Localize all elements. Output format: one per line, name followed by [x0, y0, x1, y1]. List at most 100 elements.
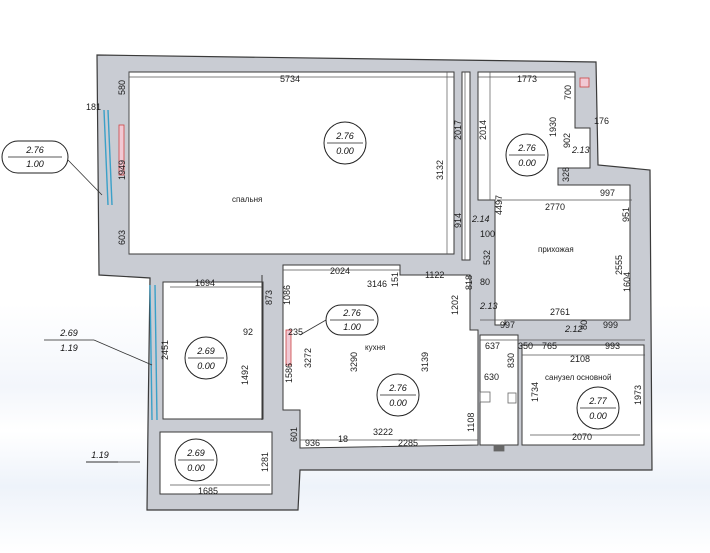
kitchen-coef: 0.00 — [389, 398, 407, 408]
bedroom-height: 2.76 — [335, 131, 354, 141]
bedroom-coef: 0.00 — [336, 146, 354, 156]
dim-601: 601 — [289, 427, 299, 442]
kitchen-height: 2.76 — [388, 383, 407, 393]
dim-818: 818 — [464, 275, 474, 290]
dim-3290: 3290 — [349, 352, 359, 372]
dim-2070: 2070 — [572, 432, 592, 442]
dim-3272: 3272 — [303, 348, 313, 368]
dim-1492: 1492 — [240, 365, 250, 385]
dim-1281: 1281 — [260, 452, 270, 472]
dim-630: 630 — [484, 372, 499, 382]
dim-603: 603 — [117, 230, 127, 245]
dim-580: 580 — [117, 80, 127, 95]
bathroom-height: 2.77 — [588, 396, 608, 406]
bathroom-label: санузел основной — [545, 373, 611, 382]
dim-235: 235 — [288, 327, 303, 337]
dim-181: 181 — [86, 102, 101, 112]
bathroom-coef: 0.00 — [589, 411, 607, 421]
dim-80a: 80 — [480, 277, 490, 287]
dim-914: 914 — [453, 213, 463, 228]
hall-height-marker: 2.76 0.00 — [505, 133, 549, 177]
dim-993: 993 — [605, 341, 620, 351]
dimension-lines — [128, 72, 645, 486]
dim-2555: 2555 — [614, 255, 624, 275]
dim-176: 176 — [594, 116, 609, 126]
dim-3146: 3146 — [367, 279, 387, 289]
kitchen-label: кухня — [365, 343, 385, 352]
balcony-height-marker: 2.69 0.00 — [174, 438, 218, 482]
kitchen-niche-height: 2.76 — [342, 308, 361, 318]
dim-1586: 1586 — [284, 363, 294, 383]
dim-2770: 2770 — [545, 202, 565, 212]
closet-floor — [461, 71, 471, 261]
hall-height: 2.76 — [517, 143, 536, 153]
dim-2108: 2108 — [570, 354, 590, 364]
dim-765: 765 — [542, 341, 557, 351]
callout-left-top-height: 2.76 — [25, 145, 44, 155]
dim-1694: 1694 — [195, 278, 215, 288]
dim-951: 951 — [621, 207, 631, 222]
dim-532: 532 — [482, 250, 492, 265]
windows — [103, 109, 158, 421]
dim-1685: 1685 — [198, 486, 218, 496]
dim-151: 151 — [390, 272, 400, 287]
dim-936: 936 — [305, 438, 320, 448]
dim-1108: 1108 — [466, 413, 476, 432]
dim-2024: 2024 — [330, 266, 350, 276]
internal-walls — [261, 72, 644, 445]
dim-3222: 3222 — [373, 427, 393, 437]
dim-999: 999 — [603, 320, 618, 330]
callout-left-mid-height: 2.69 — [59, 328, 78, 338]
vent-icon — [579, 77, 590, 88]
callout-left-bottom: 1.19 — [86, 450, 118, 463]
dim-92: 92 — [243, 327, 253, 337]
dim-997a: 997 — [600, 188, 615, 198]
dim-4497: 4497 — [494, 195, 504, 215]
dim-2014: 2014 — [478, 120, 488, 140]
bathroom-height-marker: 2.77 0.00 — [576, 386, 620, 430]
dimension-labels: 5734 580 181 1949 603 3132 2017 914 2014… — [86, 74, 643, 496]
dim-100: 100 — [480, 229, 495, 239]
dim-1949: 1949 — [117, 160, 127, 180]
radiator-kitchen — [285, 329, 292, 366]
dim-18: 18 — [338, 434, 348, 444]
loggia-height: 2.69 — [196, 346, 215, 356]
bedroom-floor — [128, 71, 455, 255]
hall-label: прихожая — [538, 245, 574, 254]
dim-1202: 1202 — [450, 295, 460, 315]
dim-328: 328 — [561, 167, 571, 182]
loggia-coef: 0.00 — [197, 361, 215, 371]
kitchen-height-marker: 2.76 0.00 — [376, 373, 420, 417]
callout-left-mid: 2.69 1.19 — [44, 328, 94, 353]
dim-873: 873 — [264, 290, 274, 305]
dim-700: 700 — [563, 85, 573, 100]
dim-3132: 3132 — [435, 160, 445, 180]
kitchen-niche-height-marker: 2.76 1.00 — [325, 304, 379, 336]
callout-left-bottom-coef: 1.19 — [91, 450, 109, 460]
dim-1122: 1122 — [425, 270, 444, 280]
balcony-height: 2.69 — [186, 448, 205, 458]
ceiling-212: 2.12 — [564, 324, 583, 334]
dim-350: 350 — [518, 341, 533, 351]
callout-left-mid-coef: 1.19 — [60, 343, 78, 353]
kitchen-niche-coef: 1.00 — [343, 322, 361, 332]
dim-2761: 2761 — [550, 307, 570, 317]
dim-2017: 2017 — [453, 120, 463, 140]
bedroom-label: спальня — [232, 195, 262, 204]
dim-1930: 1930 — [548, 117, 558, 137]
corridor-floor — [479, 334, 519, 446]
dim-902: 902 — [562, 133, 572, 148]
radiator-bedroom — [118, 124, 125, 176]
callout-left-top-coef: 1.00 — [26, 159, 44, 169]
ceiling-213b: 2.13 — [479, 301, 498, 311]
ceiling-213a: 2.13 — [571, 145, 590, 155]
dim-2451: 2451 — [160, 340, 170, 360]
dim-3139: 3139 — [420, 352, 430, 372]
ceiling-214: 2.14 — [471, 214, 490, 224]
dim-5734: 5734 — [280, 74, 300, 84]
dim-830: 830 — [506, 353, 516, 368]
dim-2285: 2285 — [398, 438, 418, 448]
dim-1973: 1973 — [633, 385, 643, 405]
